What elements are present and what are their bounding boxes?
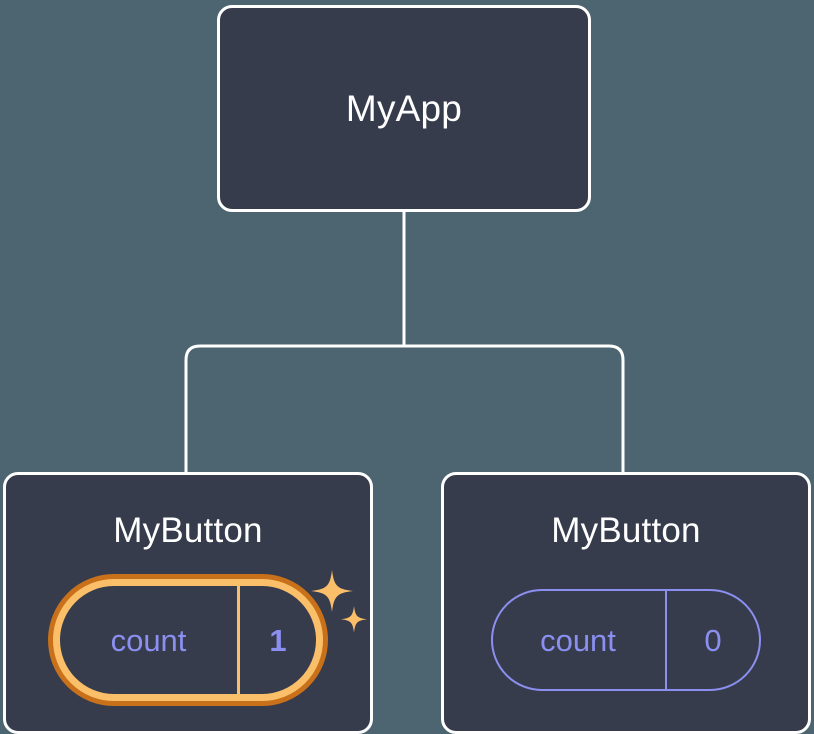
state-pill-plain[interactable]: count 0 xyxy=(491,589,761,691)
node-child-right-label: MyButton xyxy=(551,511,701,550)
sparkle-small-icon xyxy=(341,606,367,633)
state-pill-wrap-left: count 1 xyxy=(48,570,367,706)
node-root-label: MyApp xyxy=(345,88,463,129)
state-pill-inner: count 1 xyxy=(60,586,316,694)
state-value-left: 1 xyxy=(269,622,287,658)
state-name-cell: count xyxy=(493,591,667,689)
state-name-left: count xyxy=(110,622,187,658)
node-child-left-label: MyButton xyxy=(113,511,263,550)
node-root-myapp[interactable]: MyApp xyxy=(217,5,591,212)
node-child-mybutton-right[interactable]: MyButton count 0 xyxy=(441,472,811,734)
connector-branch-bar xyxy=(184,344,625,472)
state-pill-highlighted[interactable]: count 1 xyxy=(48,574,328,706)
state-pill-wrap-right: count 0 xyxy=(491,589,761,691)
state-value-right: 0 xyxy=(704,622,722,658)
state-value-cell: 0 xyxy=(667,591,759,689)
state-value-cell: 1 xyxy=(240,586,316,694)
state-name-right: count xyxy=(540,622,616,658)
state-name-cell: count xyxy=(60,586,240,694)
node-child-mybutton-left[interactable]: MyButton count 1 xyxy=(3,472,373,734)
